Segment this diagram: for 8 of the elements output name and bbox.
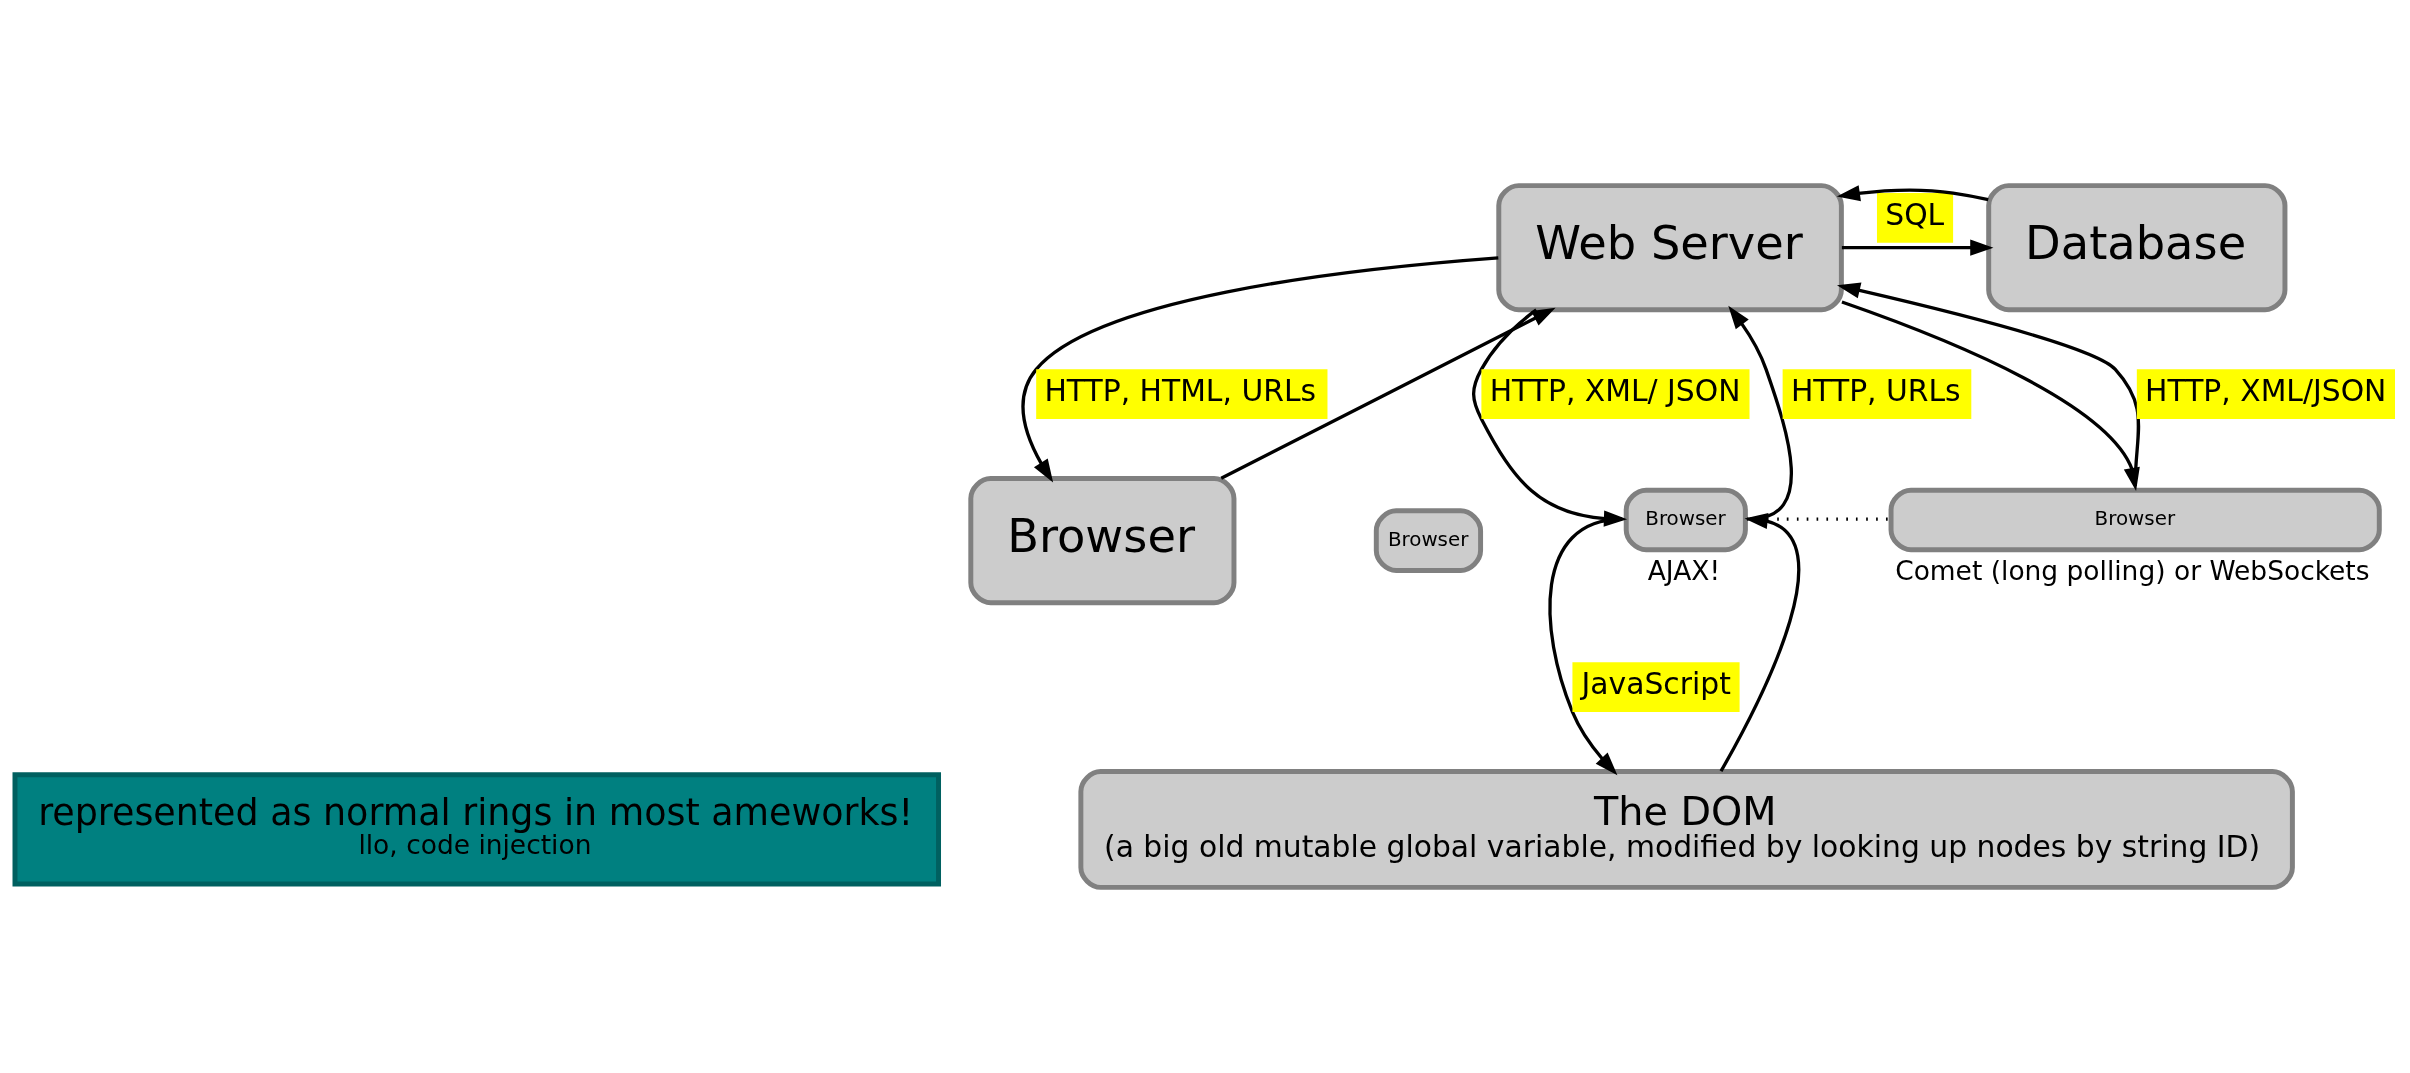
node-label: AJAX!	[1647, 555, 1721, 587]
edge-label: HTTP, HTML, URLs	[1044, 373, 1317, 409]
node-label: Comet (long polling) or WebSockets	[1895, 555, 2370, 587]
edge-label: JavaScript	[1581, 666, 1731, 702]
edge-label: HTTP, XML/JSON	[2145, 373, 2387, 409]
edge-label: SQL	[1885, 197, 1945, 233]
edge-label: HTTP, XML/ JSON	[1489, 373, 1741, 409]
edge-label: HTTP, URLs	[1790, 373, 1961, 409]
